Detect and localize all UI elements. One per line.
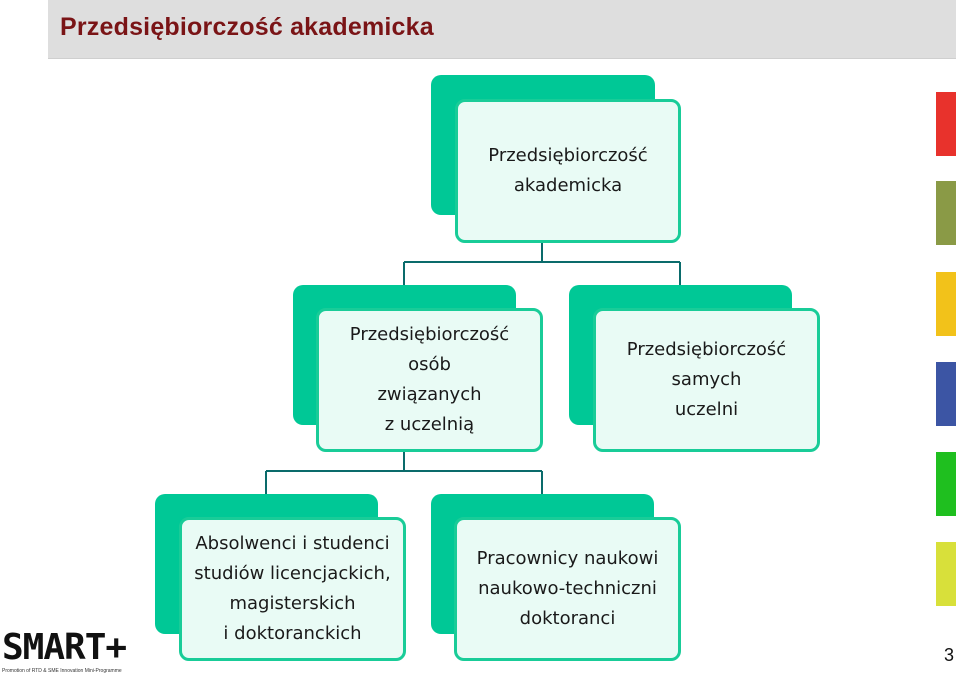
color-strip-yellow <box>936 272 956 336</box>
node-graduates-students: Absolwenci i studenci studiów licencjack… <box>155 494 406 661</box>
title-bar: Przedsiębiorczość akademicka <box>48 0 956 59</box>
node-staff-box: Pracownicy naukowi naukowo-techniczni do… <box>454 517 681 661</box>
color-strip-olive <box>936 181 956 245</box>
logo-subtitle: Promotion of RTD & SME Innovation Mini-P… <box>2 668 122 674</box>
node-staff-label: Pracownicy naukowi naukowo-techniczni do… <box>476 548 659 629</box>
node-graduates-label: Absolwenci i studenci studiów licencjack… <box>194 533 391 644</box>
node-university-label: Przedsiębiorczość samych uczelni <box>626 339 787 420</box>
page-title: Przedsiębiorczość akademicka <box>60 13 434 41</box>
node-root-box: Przedsiębiorczość akademicka <box>455 99 681 243</box>
node-university-entrepreneurship: Przedsiębiorczość samych uczelni <box>569 285 820 452</box>
node-people-label: Przedsiębiorczość osób związanych z ucze… <box>349 324 510 435</box>
color-strip-red <box>936 92 956 156</box>
node-graduates-box: Absolwenci i studenci studiów licencjack… <box>179 517 406 661</box>
page-number: 3 <box>944 645 955 665</box>
node-people-box: Przedsiębiorczość osób związanych z ucze… <box>316 308 543 452</box>
color-strip-blue <box>936 362 956 426</box>
node-root-label: Przedsiębiorczość akademicka <box>488 145 648 196</box>
smart-plus-logo: SMART+ <box>2 627 127 668</box>
node-root: Przedsiębiorczość akademicka <box>431 75 681 243</box>
color-strip-lime <box>936 542 956 606</box>
node-university-box: Przedsiębiorczość samych uczelni <box>593 308 820 452</box>
node-people-entrepreneurship: Przedsiębiorczość osób związanych z ucze… <box>293 285 543 452</box>
node-research-staff: Pracownicy naukowi naukowo-techniczni do… <box>431 494 681 661</box>
color-strip-green <box>936 452 956 516</box>
